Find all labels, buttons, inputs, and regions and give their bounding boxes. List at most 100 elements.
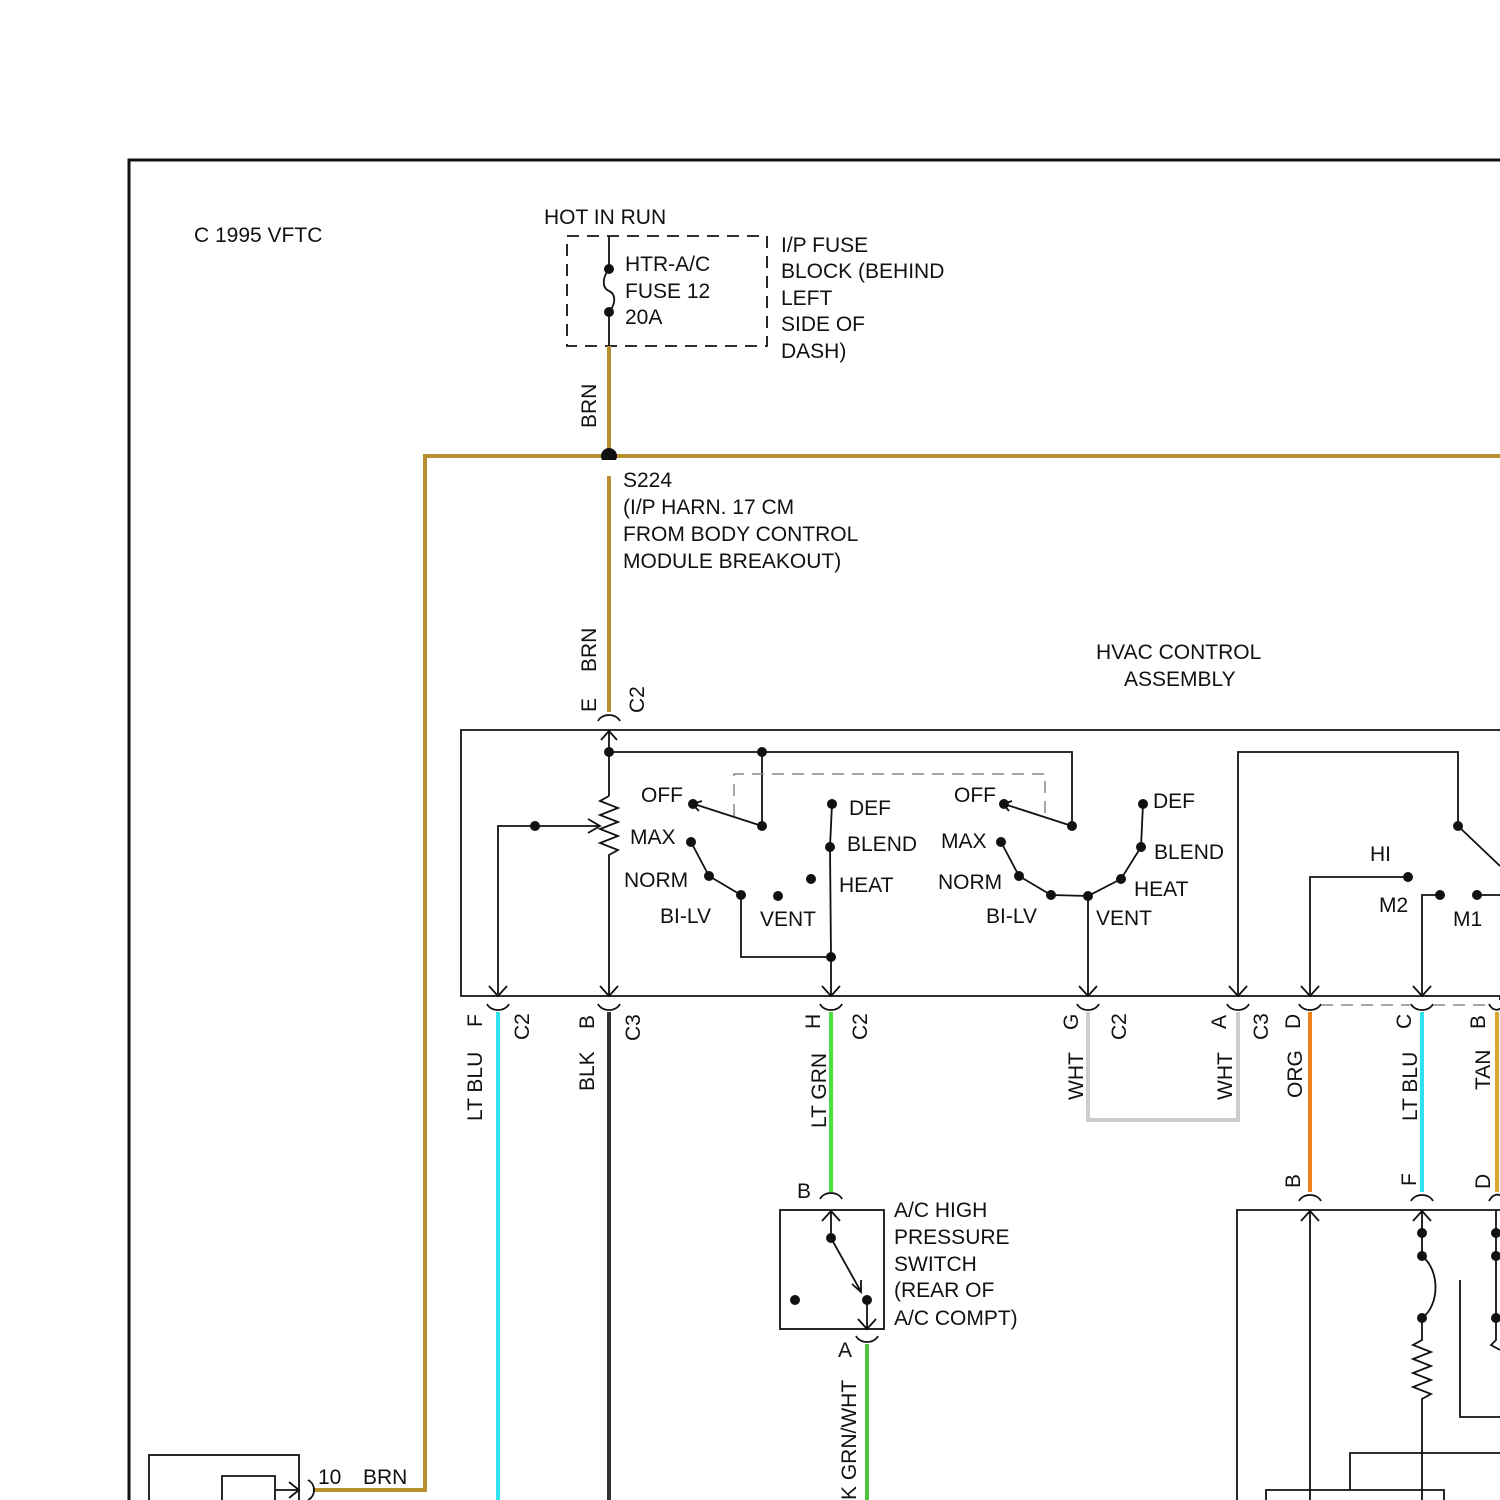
brn-wire-label-top: BRN	[578, 384, 601, 428]
temperature-potentiometer	[600, 796, 618, 996]
splice-label-3: FROM BODY CONTROL	[623, 523, 858, 546]
pressure-switch-label-4: (REAR OF	[894, 1279, 994, 1302]
hvac-node-supply	[757, 747, 767, 757]
bottom-left-pin-label: 10	[318, 1466, 341, 1489]
grn-wht-wire-label: K GRN/WHT	[838, 1380, 861, 1500]
org-wire-d-label: ORG	[1284, 1050, 1307, 1098]
pressure-switch-blade	[831, 1238, 861, 1292]
left-heat-label: HEAT	[839, 874, 894, 897]
pressure-switch-label-2: PRESSURE	[894, 1226, 1010, 1249]
wiper-node	[530, 821, 540, 831]
pin-f-connector: C2	[511, 1013, 534, 1040]
fuse-block-label-2: BLOCK (BEHIND	[781, 260, 944, 283]
fuse-label-3: 20A	[625, 306, 662, 329]
pressure-switch-label-5: A/C COMPT)	[894, 1307, 1018, 1330]
lt-blu-wire-c-label: LT BLU	[1399, 1052, 1422, 1121]
blower-m1-contact	[1472, 890, 1482, 900]
fuse-block-label-3: LEFT	[781, 287, 833, 310]
right-blend-label: BLEND	[1154, 841, 1224, 864]
blower-m2-line	[1422, 895, 1440, 996]
fuse-block-label-1: I/P FUSE	[781, 234, 868, 257]
hvac-top-connector-label: C2	[626, 686, 649, 713]
splice-label-1: S224	[623, 469, 672, 492]
pressure-switch-pin-b: B	[797, 1180, 811, 1203]
diagram-id: C 1995 VFTC	[194, 224, 322, 247]
pressure-switch-top-connector	[820, 1193, 842, 1199]
right-bilv-label: BI-LV	[986, 905, 1037, 928]
pin-c-label: C	[1393, 1014, 1416, 1029]
left-norm-label: NORM	[624, 869, 688, 892]
pin-d-label: D	[1282, 1014, 1305, 1029]
lower-pin-f-label: F	[1398, 1173, 1421, 1186]
fuse-block-label-4: SIDE OF	[781, 313, 865, 336]
pin-b-connector: C3	[622, 1014, 645, 1041]
pressure-switch-contact-open	[790, 1295, 800, 1305]
blower-switch-pivot	[1453, 821, 1463, 831]
blower-switch-arm	[1458, 826, 1500, 866]
pressure-switch-bottom-connector	[856, 1336, 878, 1342]
pin-b2-label: B	[1467, 1015, 1490, 1029]
hvac-top-connector-icon	[598, 715, 620, 721]
splice-label-mask	[596, 460, 622, 476]
lower-pin-d-label: D	[1472, 1174, 1495, 1189]
pin-h-label: H	[802, 1014, 825, 1029]
bottom-left-inner	[222, 1476, 275, 1500]
pin-b-label: B	[576, 1015, 599, 1029]
lower-connector-d	[1489, 1195, 1500, 1201]
left-heat-contact	[806, 874, 816, 884]
hot-in-run-label: HOT IN RUN	[544, 206, 666, 229]
right-off-label: OFF	[954, 784, 996, 807]
left-max-label: MAX	[630, 826, 676, 849]
right-switch-off-arrow	[1003, 801, 1072, 826]
pin-g-label: G	[1060, 1014, 1083, 1030]
right-heat-label: HEAT	[1134, 878, 1189, 901]
fuse-terminal-top	[604, 264, 614, 274]
lt-blu-wire-f-label: LT BLU	[464, 1052, 487, 1121]
left-switch-output-node	[826, 952, 836, 962]
blower-hi-contact	[1403, 872, 1413, 882]
splice-label-4: MODULE BREAKOUT)	[623, 550, 841, 573]
right-norm-label: NORM	[938, 871, 1002, 894]
left-switch-off-arrow	[692, 801, 762, 826]
lower-connector-b	[1299, 1195, 1321, 1201]
splice-label-2: (I/P HARN. 17 CM	[623, 496, 794, 519]
lower-pin-b-label: B	[1282, 1174, 1305, 1188]
hvac-assembly-outline	[461, 730, 1500, 996]
blower-hi-label: HI	[1370, 843, 1391, 866]
pressure-switch-box	[780, 1210, 884, 1329]
right-switch-bridge	[1001, 804, 1143, 996]
left-switch-pivot	[757, 821, 767, 831]
left-off-label: OFF	[641, 784, 683, 807]
potentiometer-wiper	[498, 819, 600, 994]
hvac-feed-arrow	[601, 731, 617, 796]
blower-switch-frame	[1238, 752, 1458, 996]
pin-h-connector: C2	[849, 1013, 872, 1040]
left-def-label: DEF	[849, 797, 891, 820]
brn-bus-wire	[313, 456, 1500, 1490]
left-switch-bridge	[691, 804, 832, 996]
resistor-arrow-b	[1301, 1211, 1319, 1500]
pin-g-connector: C2	[1108, 1013, 1131, 1040]
hvac-title-1: HVAC CONTROL	[1096, 641, 1261, 664]
left-bilv-label: BI-LV	[660, 905, 711, 928]
bottom-left-component	[149, 1455, 299, 1500]
blower-m2-label: M2	[1379, 894, 1408, 917]
fuse-label-1: HTR-A/C	[625, 253, 710, 276]
blk-wire-b-label: BLK	[576, 1051, 599, 1091]
wht-wire-g-label: WHT	[1065, 1052, 1088, 1100]
wht-wire-a-label: WHT	[1214, 1052, 1237, 1100]
blower-resistor-1	[1413, 1318, 1431, 1500]
bottom-left-connector-shell	[308, 1480, 314, 1500]
right-off-contact	[999, 799, 1009, 809]
left-off-contact	[688, 799, 698, 809]
pressure-switch-label-3: SWITCH	[894, 1253, 977, 1276]
right-max-label: MAX	[941, 830, 987, 853]
right-def-label: DEF	[1153, 790, 1195, 813]
left-vent-label: VENT	[760, 908, 816, 931]
thermal-fuse-icon	[1422, 1233, 1436, 1318]
brn-wire-label-mid: BRN	[578, 628, 601, 672]
pin-a-label: A	[1208, 1015, 1231, 1029]
right-vent-label: VENT	[1096, 907, 1152, 930]
pressure-switch-pin-a: A	[838, 1339, 852, 1362]
